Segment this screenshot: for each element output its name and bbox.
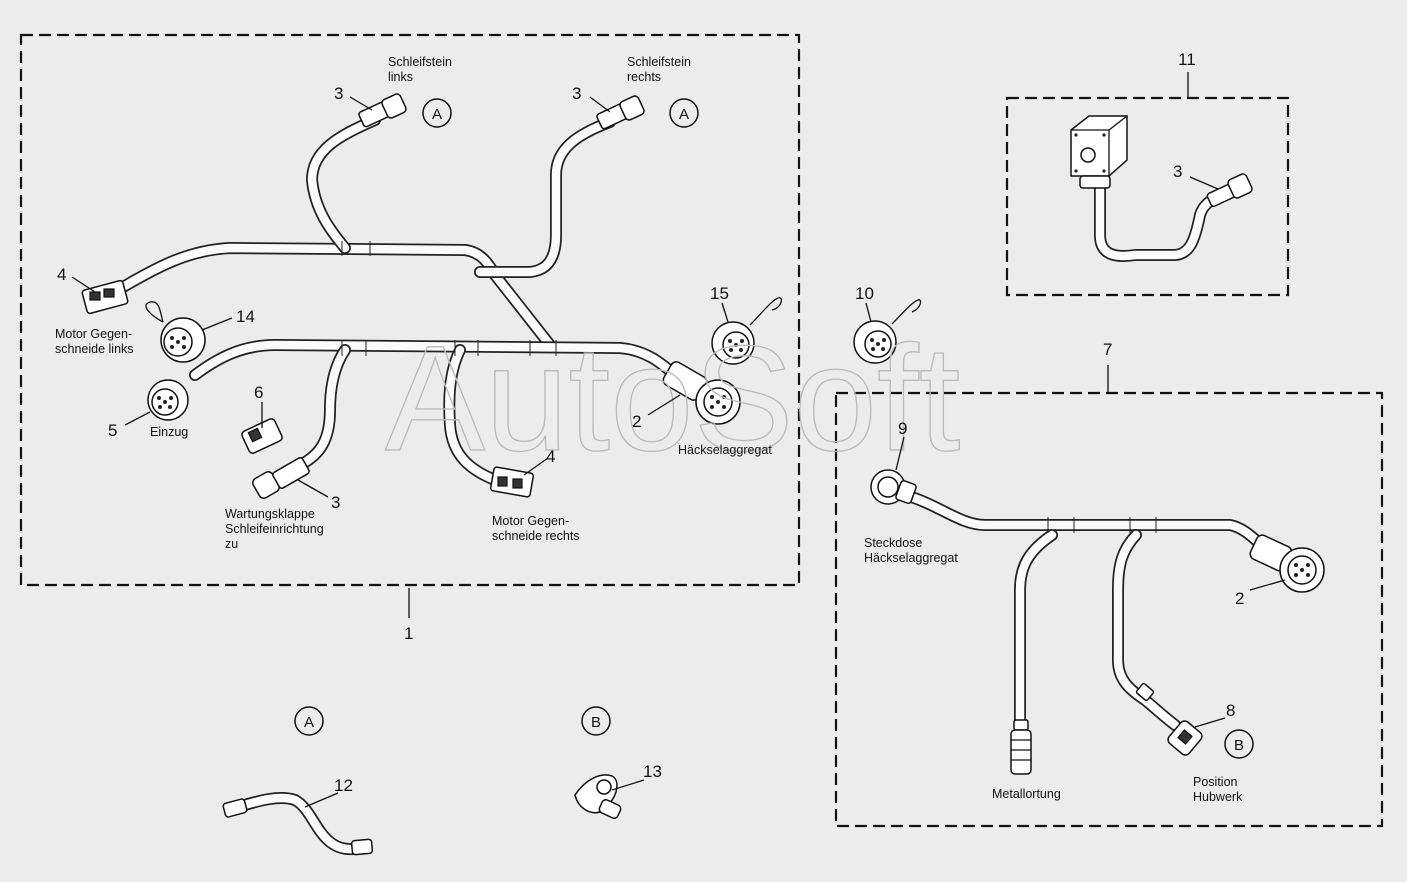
callout-b-group7: B xyxy=(1224,729,1254,759)
part-number-12: 12 xyxy=(334,776,353,795)
sensor-11 xyxy=(1070,115,1253,262)
part-number-3-left: 3 xyxy=(334,84,343,103)
group-number-1: 1 xyxy=(404,624,413,643)
frame-group-7 xyxy=(834,391,1384,828)
svg-text:A: A xyxy=(304,714,314,731)
motor-right-connector xyxy=(489,466,535,498)
group-number-7: 7 xyxy=(1103,340,1112,359)
label-haeckselaggregat: Häckselaggregat xyxy=(678,443,772,457)
frame-main xyxy=(19,33,801,587)
part-number-2-group7: 2 xyxy=(1235,589,1244,608)
part-number-10: 10 xyxy=(855,284,874,303)
frame-sensor xyxy=(1005,96,1290,297)
cap-10 xyxy=(853,299,922,364)
watermark-text: AutoSoft xyxy=(385,314,960,482)
svg-text:A: A xyxy=(679,106,689,123)
svg-text:B: B xyxy=(591,714,601,731)
label-wartung: Wartungsklappe Schleifeinrichtung zu xyxy=(225,507,327,551)
callout-a-right: A xyxy=(669,98,699,128)
main-harness xyxy=(112,114,681,486)
callout-a-left: A xyxy=(422,98,452,128)
part-number-9: 9 xyxy=(898,419,907,438)
part-6-connector xyxy=(241,418,283,454)
part-number-6: 6 xyxy=(254,383,263,402)
label-einzug: Einzug xyxy=(150,425,188,439)
sensor-13 xyxy=(574,774,622,820)
callout-b-detail: B xyxy=(581,706,611,736)
part-number-3-right: 3 xyxy=(572,84,581,103)
group-number-11: 11 xyxy=(1178,50,1196,69)
callout-a-detail: A xyxy=(294,706,324,736)
wartung-connector xyxy=(252,457,310,499)
schleifstein-right-connector xyxy=(596,95,645,130)
cable-12 xyxy=(222,792,374,856)
haeckselaggregat-connector xyxy=(662,361,741,425)
label-schleifstein-rechts: Schleifstein rechts xyxy=(627,55,694,84)
part-number-5: 5 xyxy=(108,421,117,440)
part-number-8: 8 xyxy=(1226,701,1235,720)
motor-left-connector xyxy=(81,279,129,315)
label-motor-rechts: Motor Gegen- schneide rechts xyxy=(492,514,580,543)
part-number-14: 14 xyxy=(236,307,255,326)
group-7-harness xyxy=(870,469,1325,775)
label-steckdose: Steckdose Häckselaggregat xyxy=(864,536,958,565)
part-number-13: 13 xyxy=(643,762,662,781)
cap-15 xyxy=(711,297,783,365)
part-number-3-sensor: 3 xyxy=(1173,162,1182,181)
part-number-3-wartung: 3 xyxy=(331,493,340,512)
svg-text:A: A xyxy=(432,106,442,123)
leader-lines xyxy=(71,96,1286,808)
cap-14 xyxy=(145,301,206,363)
part-number-4-left: 4 xyxy=(57,265,66,284)
schleifstein-left-connector xyxy=(358,93,407,128)
part-number-15: 15 xyxy=(710,284,729,303)
einzug-connector xyxy=(147,379,189,421)
part-number-4-right: 4 xyxy=(546,447,555,466)
svg-text:B: B xyxy=(1234,737,1244,754)
label-metallortung: Metallortung xyxy=(992,787,1061,801)
part-number-2-main: 2 xyxy=(632,412,641,431)
label-position-hubwerk: Position Hubwerk xyxy=(1193,775,1243,804)
label-motor-links: Motor Gegen- schneide links xyxy=(55,327,136,356)
label-schleifstein-links: Schleifstein links xyxy=(388,55,455,84)
